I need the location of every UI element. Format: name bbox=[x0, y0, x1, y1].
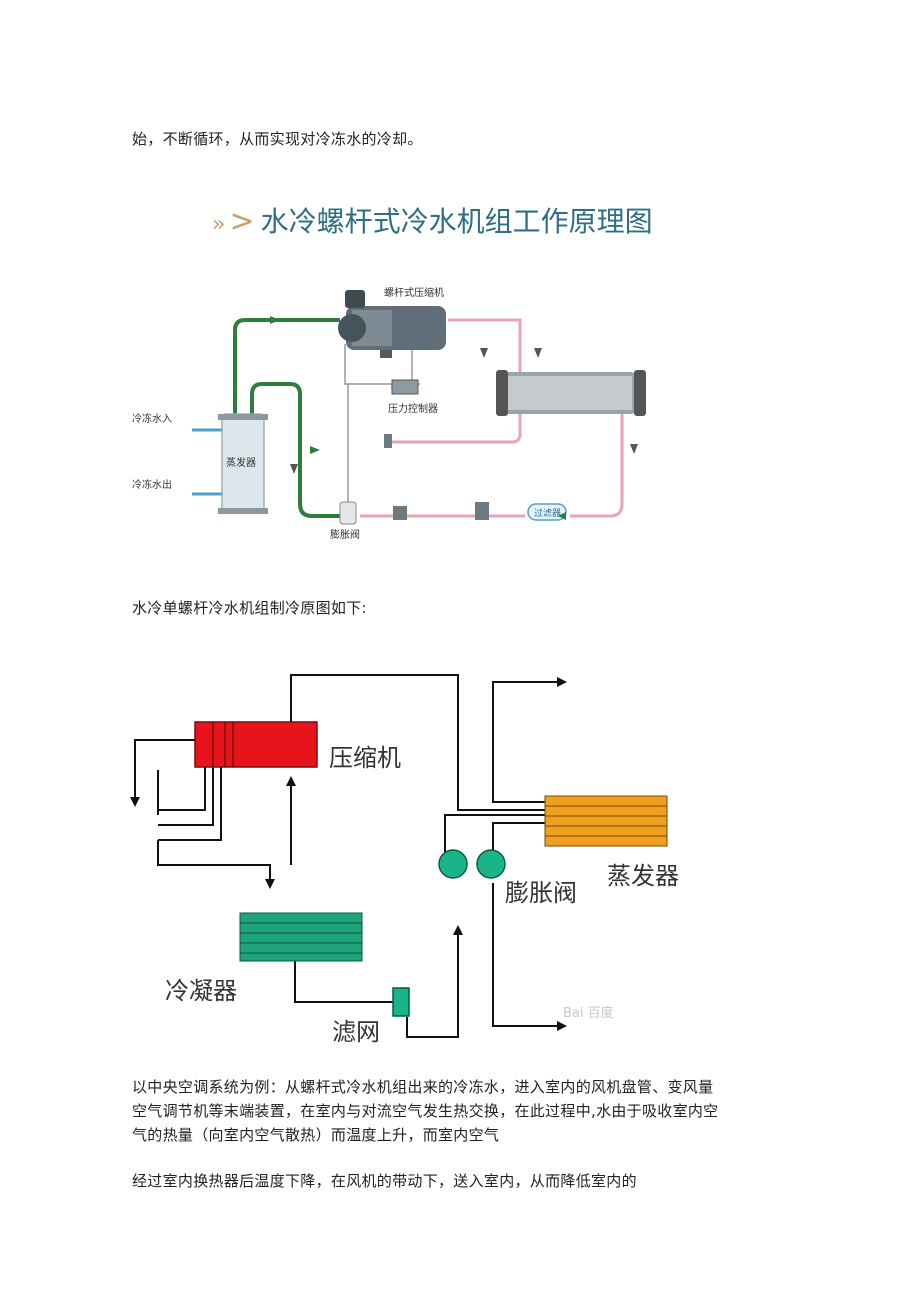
evaporator-block bbox=[544, 795, 668, 847]
compressor-block bbox=[194, 721, 318, 768]
paragraph-1-line-2: 空气调节机等末端装置，在室内与对流空气发生热交换，在此过程中,水由于吸收室内空 bbox=[132, 1102, 719, 1120]
heading-text: 水冷螺杆式冷水机组工作原理图 bbox=[260, 205, 653, 238]
fig1-label-expansion-valve: 膨胀阀 bbox=[330, 528, 360, 541]
section-heading: »>水冷螺杆式冷水机组工作原理图 bbox=[212, 200, 653, 240]
condenser-tube bbox=[496, 370, 646, 416]
expansion-valve-left bbox=[438, 849, 468, 879]
fig1-label-filter: 过滤器 bbox=[534, 507, 561, 519]
expansion-valve-right bbox=[476, 849, 506, 879]
fig2-watermark: Bai 百度 bbox=[563, 1005, 614, 1021]
fig1-label-evaporator: 蒸发器 bbox=[226, 456, 256, 469]
evaporator-vessel bbox=[218, 413, 268, 514]
heading-mark: » bbox=[212, 212, 226, 237]
fig1-label-chilled-in: 冷冻水入 bbox=[132, 412, 172, 425]
figure-single-screw-refrigeration: 压缩机 蒸发器 膨胀阀 冷凝器 滤网 Bai 百度 bbox=[130, 674, 679, 1046]
fig2-label-evaporator: 蒸发器 bbox=[607, 862, 679, 890]
condenser-block bbox=[239, 912, 363, 962]
fig2-label-compressor: 压缩机 bbox=[329, 744, 401, 772]
paragraph-2: 经过室内换热器后温度下降，在风机的带动下，送入室内，从而降低室内的 bbox=[132, 1172, 637, 1190]
fig2-label-filter: 滤网 bbox=[332, 1018, 380, 1046]
fig1-label-compressor: 螺杆式压缩机 bbox=[384, 286, 444, 299]
fig2-label-expansion-valve: 膨胀阀 bbox=[505, 879, 577, 907]
paragraph-1-line-1: 以中央空调系统为例：从螺杆式冷水机组出来的冷冻水，进入室内的风机盘管、变风量 bbox=[132, 1078, 714, 1096]
compressor-unit bbox=[338, 290, 446, 358]
fig1-label-chilled-out: 冷冻水出 bbox=[132, 478, 172, 491]
figure-chiller-principle: 螺杆式压缩机 压力控制器 冷冻水入 冷冻水出 蒸发器 膨胀阀 过滤器 bbox=[130, 284, 650, 542]
fig2-label-condenser: 冷凝器 bbox=[165, 977, 237, 1005]
text-line-top: 始，不断循环，从而实现对冷冻水的冷却。 bbox=[132, 130, 423, 148]
paragraph-1-line-3: 气的热量（向室内空气散热）而温度上升，而室内空气 bbox=[132, 1126, 500, 1144]
caption-figure2: 水冷单螺杆冷水机组制冷原图如下: bbox=[132, 599, 367, 617]
filter-block bbox=[392, 987, 410, 1017]
heading-arrow: > bbox=[229, 204, 255, 239]
fig1-label-pressure-controller: 压力控制器 bbox=[388, 402, 438, 415]
